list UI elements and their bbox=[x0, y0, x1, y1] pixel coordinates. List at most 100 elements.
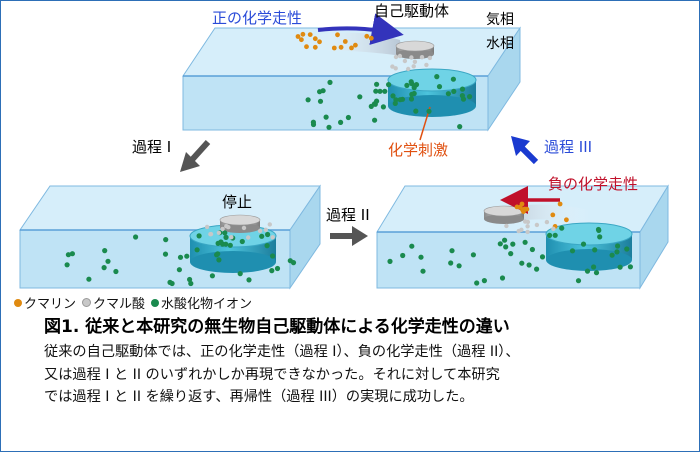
hydroxide-ion bbox=[580, 241, 587, 247]
coumarin-molecule bbox=[557, 201, 563, 207]
hydroxide-ion bbox=[223, 241, 229, 247]
hydroxide-ion bbox=[209, 273, 215, 279]
hydroxide-ion bbox=[223, 234, 229, 240]
coumarin-molecule bbox=[300, 31, 306, 37]
coumarin-molecule bbox=[564, 217, 569, 223]
hydroxide-ion bbox=[327, 79, 333, 85]
hydroxide-ion bbox=[259, 233, 265, 239]
hydroxide-ion bbox=[326, 124, 332, 130]
coumaric-acid-molecule bbox=[424, 62, 429, 68]
coumarin-dot-icon bbox=[14, 298, 22, 307]
hydroxide-ion bbox=[592, 247, 598, 253]
top-motor-disk bbox=[395, 40, 435, 59]
coumarin-molecule bbox=[338, 44, 344, 50]
hydroxide-ion bbox=[552, 232, 558, 238]
hydroxide-ion bbox=[467, 94, 473, 100]
coumarin-molecule bbox=[317, 39, 322, 45]
top-stimulus-cylinder bbox=[387, 68, 477, 117]
hydroxide-ion bbox=[445, 91, 451, 97]
hydroxide-ion bbox=[393, 97, 399, 103]
hydroxide-ion bbox=[274, 265, 281, 272]
coumarin-molecule bbox=[312, 44, 318, 50]
hydroxide-ion bbox=[374, 81, 380, 87]
hydroxide-ion bbox=[237, 271, 243, 277]
hydroxide-ion bbox=[597, 234, 603, 240]
hydroxide-ion bbox=[408, 79, 414, 85]
hydroxide-ion bbox=[522, 239, 528, 245]
hydroxide-ion bbox=[287, 258, 293, 264]
hydroxide-ion bbox=[449, 248, 455, 254]
hydroxide-ion bbox=[404, 82, 410, 88]
caption-line: 又は過程 I と II のいずれかしか再現できなかった。それに対して本研究 bbox=[44, 366, 500, 383]
hydroxide-ion bbox=[529, 246, 536, 253]
hydroxide-ion bbox=[188, 280, 194, 287]
coumarin-molecule bbox=[368, 35, 374, 41]
coumaric-acid-molecule bbox=[390, 64, 395, 69]
hydroxide-ion bbox=[413, 82, 420, 88]
coumaric-acid-molecule bbox=[412, 59, 418, 64]
hydroxide-ion bbox=[320, 88, 326, 94]
hydroxide-ion bbox=[614, 249, 620, 255]
coumaric-acid-dot-icon bbox=[82, 298, 92, 307]
hydroxide-ion bbox=[269, 268, 275, 274]
hydroxide-ion bbox=[434, 74, 440, 80]
hydroxide-ion bbox=[218, 239, 224, 245]
coumaric-acid-molecule bbox=[402, 58, 408, 64]
hydroxide-ion bbox=[519, 260, 525, 266]
coumarin-molecule bbox=[349, 45, 354, 51]
gas-phase-label: 気相 bbox=[486, 12, 514, 28]
hydroxide-ion bbox=[101, 265, 107, 271]
hydroxide-ion bbox=[184, 253, 190, 259]
process-1-arrow bbox=[180, 139, 211, 172]
hydroxide-ion bbox=[456, 263, 462, 269]
coumaric-acid-molecule bbox=[406, 66, 411, 72]
legend: クマリン クマル酸 水酸化物イオン bbox=[14, 293, 252, 312]
hydroxide-ion bbox=[499, 275, 506, 281]
coumaric-acid-molecule bbox=[246, 235, 251, 240]
hydroxide-ion bbox=[374, 98, 380, 104]
hydroxide-ion bbox=[617, 264, 623, 270]
coumaric-acid-molecule bbox=[504, 223, 509, 229]
coumaric-acid-molecule bbox=[409, 55, 414, 60]
hydroxide-ion bbox=[222, 230, 228, 236]
hydroxide-ion bbox=[86, 276, 92, 282]
stop-label: 停止 bbox=[222, 193, 253, 211]
coumaric-acid-molecule bbox=[519, 227, 524, 232]
coumaric-acid-molecule bbox=[204, 224, 210, 230]
hydroxide-ion bbox=[575, 278, 582, 284]
hydroxide-ion bbox=[177, 254, 184, 260]
coumarin-molecule bbox=[550, 212, 556, 218]
hydroxide-ion bbox=[399, 96, 406, 102]
hydroxide-ion bbox=[595, 226, 602, 233]
coumarin-molecule bbox=[307, 32, 313, 37]
hydroxide-ion bbox=[609, 252, 615, 258]
hydroxide-ion bbox=[310, 121, 317, 128]
coumaric-acid-molecule bbox=[241, 225, 247, 231]
hydroxide-ion bbox=[569, 248, 576, 254]
hydroxide-ion bbox=[624, 246, 630, 252]
hydroxide-ion bbox=[420, 268, 426, 274]
coumarin-molecule bbox=[312, 36, 318, 42]
hydroxide-ion bbox=[451, 88, 457, 94]
hydroxide-ion bbox=[409, 91, 415, 97]
legend-coumarin: クマリン bbox=[24, 297, 77, 312]
hydroxide-ion bbox=[474, 280, 480, 286]
hydroxide-ion bbox=[508, 251, 514, 257]
hydroxide-ion bbox=[305, 97, 311, 103]
hydroxide-ion bbox=[169, 280, 175, 287]
coumaric-acid-molecule bbox=[523, 219, 528, 224]
coumaric-acid-molecule bbox=[551, 226, 556, 231]
hydroxide-ion bbox=[162, 251, 169, 257]
hydroxide-ion bbox=[345, 114, 351, 121]
hydroxide-ion bbox=[382, 88, 388, 94]
process-3-label: 過程 III bbox=[544, 138, 593, 156]
coumaric-acid-molecule bbox=[427, 55, 433, 61]
hydroxide-ion bbox=[502, 237, 508, 243]
hydroxide-ion bbox=[265, 231, 271, 238]
coumaric-acid-molecule bbox=[220, 226, 225, 232]
hydroxide-ion bbox=[408, 96, 415, 102]
hydroxide-ion bbox=[413, 108, 419, 114]
hydroxide-ion bbox=[105, 258, 111, 264]
hydroxide-ion bbox=[163, 237, 169, 243]
artificial-motor-label: 自己駆動体 bbox=[374, 2, 450, 20]
